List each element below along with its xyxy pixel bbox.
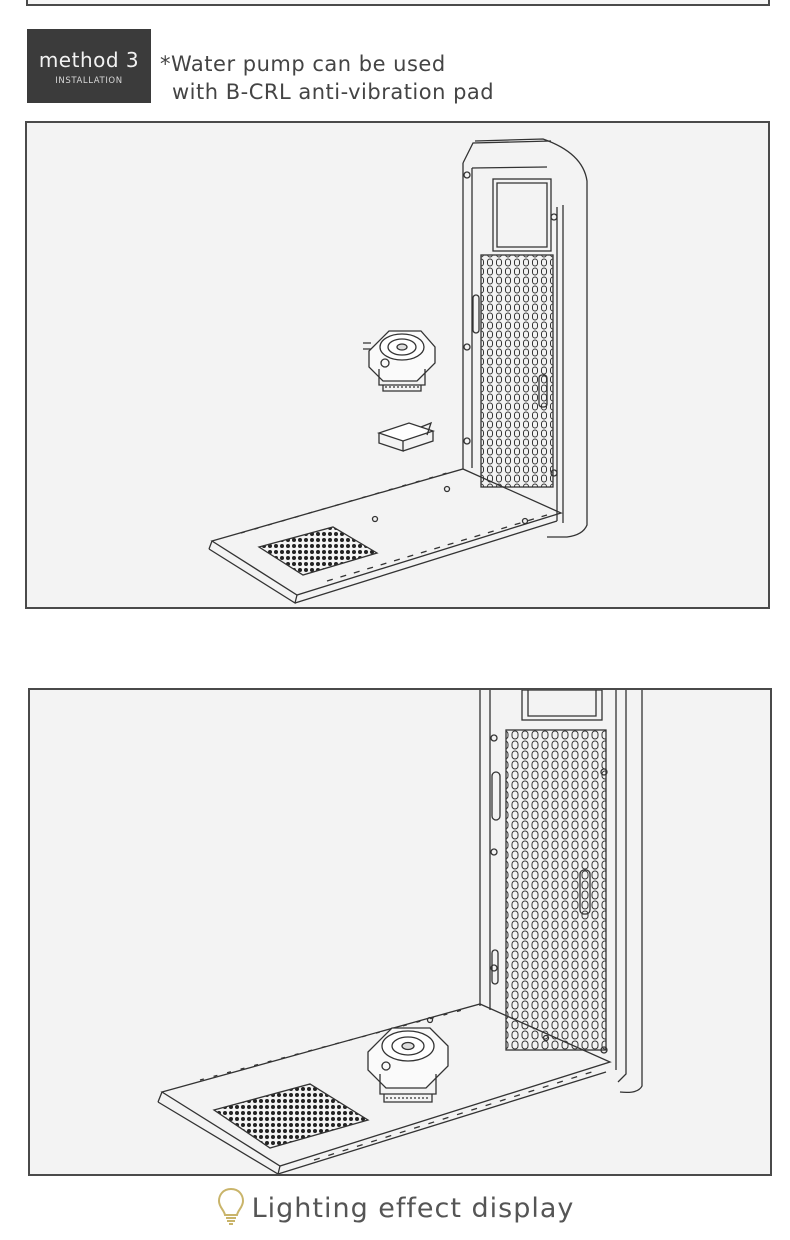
previous-illustration-frame [26, 0, 770, 6]
lighting-heading-text: Lighting effect display [251, 1192, 575, 1224]
installation-note: *Water pump can be used with B-CRL anti-… [160, 50, 494, 106]
note-line-1: *Water pump can be used [160, 52, 446, 76]
method-label: method 3 [38, 48, 140, 72]
installed-pump-illustration [28, 688, 772, 1176]
lightbulb-icon [216, 1186, 246, 1230]
case-installed-drawing [157, 690, 643, 1174]
note-line-2: with B-CRL anti-vibration pad [172, 80, 495, 104]
lighting-section-heading: Lighting effect display [0, 1186, 790, 1230]
method-sub-label: INSTALLATION [55, 76, 123, 86]
exploded-installation-illustration [25, 121, 770, 609]
case-exploded-drawing [208, 138, 588, 605]
method-badge: method 3 INSTALLATION [27, 29, 151, 103]
